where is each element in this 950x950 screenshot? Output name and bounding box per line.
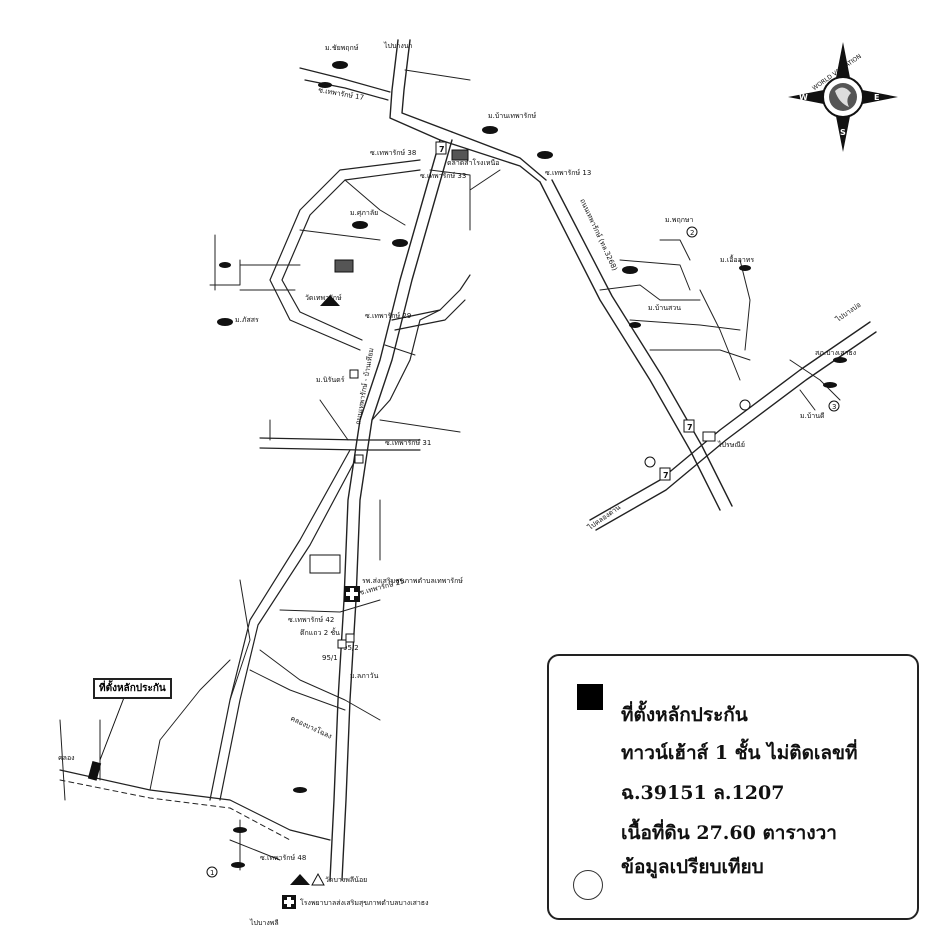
building-icon [702,431,716,442]
subject-property-marker [87,761,102,781]
village-icons [217,61,847,868]
comparison-marker-3: 3 [828,400,840,412]
label-khlong: คลองบางโฉลง [289,714,333,741]
svg-text:7: 7 [663,471,669,480]
temple-icon [311,872,325,886]
seven-eleven-marker: 7 [683,419,695,433]
comparison-marker-1: 1 [206,866,218,878]
building-icon [451,149,469,161]
label-to-bottom: ไปบางพลี [249,918,279,927]
compass-south: S [840,128,846,137]
building-icon [334,259,354,273]
legend-comparison: ข้อมูลเปรียบเทียบ [621,856,764,878]
label-village5: ม.ภัสสร [235,316,259,324]
label-soi33: ซ.เทพารักษ์ 33 [420,172,466,180]
label-village8: ม.บ้านดี [800,412,825,420]
svg-text:3: 3 [832,403,836,411]
label-comp952: 95/2 [343,644,359,652]
label-soi17: ซ.เทพารักษ์ 17 [318,86,365,102]
label-temple1: วัดเทพารักษ์ [305,294,342,302]
label-to-left: ไปคลองด่าน [585,502,622,532]
townhouse-icon [354,454,364,464]
landmark-circle [644,456,656,468]
townhouse-icon [349,369,359,379]
temple-icon [290,874,310,885]
townhouse-icon [309,554,341,574]
main-road [329,139,453,881]
legend-line2: ฉ.39151 ล.1207 [621,782,785,804]
north-road [389,39,547,183]
label-temple2: วัดบางพลีน้อย [325,876,367,884]
landmark-circle [739,399,751,411]
legend-line1: ทาวน์เฮ้าส์ 1 ชั้น ไม่ติดเลขที่ [621,742,858,764]
seven-eleven-marker: 7 [435,141,447,155]
label-village1: ม.ชัยพฤกษ์ [325,44,359,52]
hospital-icon [344,586,360,602]
comparison-marker-2: 2 [686,226,698,238]
legend-line3: เนื้อที่ดิน 27.60 ตารางวา [621,822,837,844]
label-soi42: ซ.เทพารักษ์ 42 [288,616,334,624]
svg-text:7: 7 [687,423,693,432]
site-pointer-line [99,694,126,761]
temple-icon [320,295,340,306]
compass-east: E [874,93,879,102]
comparison-building-icon [345,633,355,643]
label-village9: ม.ลภาวัน [350,672,379,680]
left-soi-network [209,159,501,351]
label-village7: ม.เอื้ออาทร [720,253,754,264]
label-village2: ม.บ้านเทพารักษ์ [488,112,537,120]
label-school: โรงพยาบาลส่งเสริมสุขภาพตำบลบางเสาธง [300,898,428,907]
seven-eleven-marker: 7 [659,467,671,481]
right-diagonal-road [539,179,733,511]
label-to-top: ไปบางนา [383,41,413,50]
label-soi48: ซ.เทพารักษ์ 48 [260,854,306,862]
label-main-road: ถนนเทพารักษ์ - บ้านเทียม [354,347,375,425]
label-post: ไปรษณีย์ [717,440,745,449]
label-village10: ม.นิรันดร์ [316,376,345,384]
svg-text:2: 2 [690,229,694,237]
label-canal: คลอง [58,754,75,762]
cross-road [589,321,877,531]
label-soi13: ซ.เทพารักษ์ 13 [545,169,591,177]
label-to-right: ไปบางบ่อ [833,300,862,324]
hospital-icon [282,895,296,909]
label-townhouse: ตึกแถว 2 ชั้น [300,626,340,637]
label-soi31: ซ.เทพารักษ์ 31 [385,439,431,447]
label-village4: ม.พฤกษา [665,216,694,224]
legend-site: ที่ตั้งหลักประกัน [621,704,748,726]
label-market: ตลาดสำโรงเหนือ [447,158,499,167]
label-soi38: ซ.เทพารักษ์ 38 [370,149,416,157]
label-soi29: ซ.เทพารักษ์ 29 [365,312,411,320]
svg-text:1: 1 [210,869,214,877]
label-hospital: รพ.ส่งเสริมสุขภาพตำบลเทพารักษ์ [362,577,463,585]
right-soi-network [599,239,841,411]
legend-box: ที่ตั้งหลักประกัน ทาวน์เฮ้าส์ 1 ชั้น ไม่… [547,654,919,920]
label-police: สภ.บางเสาธง [815,349,856,357]
site-label: ที่ตั้งหลักประกัน [93,678,172,699]
svg-text:7: 7 [439,145,445,154]
label-right-road: ถนนเทพารักษ์ (ทล.3268) [578,197,619,272]
legend-comparison-swatch [573,870,603,900]
label-village3: ม.ศุภาลัย [350,209,378,217]
comparison-building-icon [337,639,347,649]
compass-rose: S W E WORLD VALUATION [788,42,898,152]
compass-west: W [799,93,808,102]
legend-site-swatch [577,684,603,710]
label-village6: ม.บ้านสวน [648,304,681,312]
label-comp951: 95/1 [322,654,338,662]
